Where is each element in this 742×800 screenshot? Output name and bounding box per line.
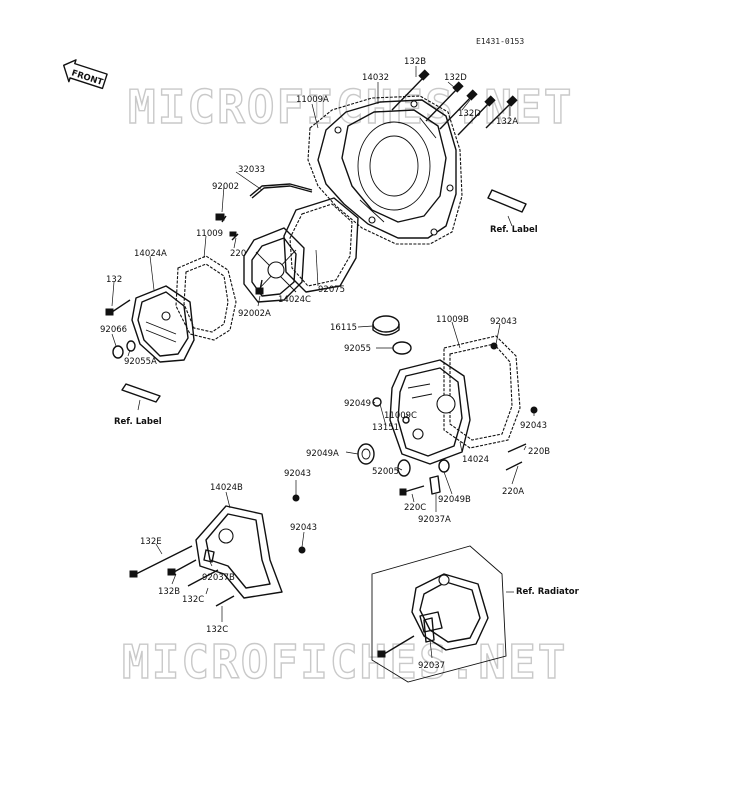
part-label: 92049 — [344, 399, 371, 409]
part-label: 92075 — [318, 285, 345, 295]
part-label: 32033 — [238, 165, 265, 175]
generator-cover-14024A — [131, 285, 195, 363]
part-label: 92037B — [202, 573, 235, 583]
small-parts-left — [105, 213, 264, 403]
leader-lines — [111, 66, 535, 659]
part-label: 92066 — [100, 325, 127, 335]
part-label: 92043 — [490, 317, 517, 327]
part-label: 92037 — [418, 661, 445, 671]
clutch-cover-part — [307, 95, 463, 245]
front-arrow-icon: FRONT — [62, 59, 108, 90]
part-label: 92002A — [238, 309, 271, 319]
watermark-bottom: MICROFICHES.NET — [122, 635, 567, 689]
part-label: 220A — [502, 487, 524, 497]
label-plate-upper — [487, 189, 527, 227]
chain-cover-14024B — [129, 494, 306, 607]
bolts-132-group — [391, 69, 518, 136]
part-label: 220B — [528, 447, 550, 457]
part-label: 132D — [444, 73, 467, 83]
gasket-11009 — [175, 255, 237, 341]
part-label: 132C — [206, 625, 228, 635]
ref-radiator: Ref. Radiator — [516, 587, 580, 597]
part-label: 16115 — [330, 323, 357, 333]
diagram-id: E1431-0153 — [476, 37, 524, 46]
part-label: 220 — [230, 249, 246, 259]
part-label: 92049A — [306, 449, 339, 459]
part-label: 132A — [496, 117, 518, 127]
part-label: 92049B — [438, 495, 471, 505]
part-label: 92043 — [520, 421, 547, 431]
part-label: 92002 — [212, 182, 239, 192]
part-label: 14024 — [462, 455, 489, 465]
part-label: 92043 — [290, 523, 317, 533]
part-label: 132E — [140, 537, 162, 547]
part-label: 132B — [404, 57, 426, 67]
part-label: 14032 — [362, 73, 389, 83]
part-label: 14024B — [210, 483, 243, 493]
part-label: 14024A — [134, 249, 167, 259]
part-label: 92037A — [418, 515, 451, 525]
part-label: 13151 — [372, 423, 399, 433]
part-label: 11009 — [196, 229, 223, 239]
part-label: 14024C — [278, 295, 311, 305]
part-label: 11009B — [436, 315, 469, 325]
part-label: 11009C — [384, 411, 417, 421]
part-label: 92055 — [344, 344, 371, 354]
part-label: 52005 — [372, 467, 399, 477]
part-label: 92043 — [284, 469, 311, 479]
part-label: 92055A — [124, 357, 157, 367]
part-label: 11009A — [296, 95, 329, 105]
ref-label-lower: Ref. Label — [114, 417, 162, 427]
part-label: 132C — [182, 595, 204, 605]
part-label: 220C — [404, 503, 426, 513]
part-label: 132D — [458, 109, 481, 119]
radiator-ref-box — [371, 545, 507, 683]
part-label: 132B — [158, 587, 180, 597]
part-label: 132 — [106, 275, 122, 285]
ref-label-upper: Ref. Label — [490, 225, 538, 235]
